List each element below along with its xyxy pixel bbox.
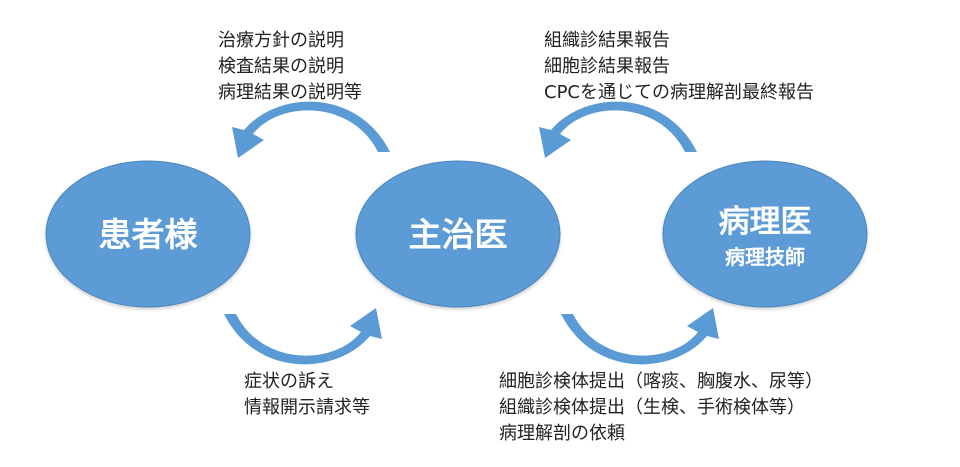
node-pathology-label: 病理医 (719, 204, 812, 240)
node-doctor-label: 主治医 (409, 215, 508, 254)
note-line: 症状の訴え (244, 371, 334, 392)
node-doctor: 主治医 (355, 160, 561, 308)
arrow-doctor-to-patient (232, 101, 390, 158)
note-line: 組織診結果報告 (544, 30, 670, 51)
node-pathology-shape (662, 160, 868, 308)
curved-arrow-left-icon (232, 101, 390, 158)
note-line: CPCを通じての病理解剖最終報告 (544, 82, 814, 103)
node-pathology-sublabel: 病理技師 (725, 245, 805, 269)
note-line: 病理解剖の依頼 (499, 423, 625, 444)
node-patient-shape (45, 160, 251, 308)
node-pathology: 病理医 病理技師 (662, 160, 868, 308)
curved-arrow-left-icon (539, 101, 697, 158)
note-line: 組織診検体提出（生検、手術検体等） (499, 397, 805, 418)
note-line: 細胞診検体提出（喀痰、胸腹水、尿等） (499, 371, 823, 392)
note-line: 細胞診結果報告 (544, 56, 670, 77)
note-patient-to-doctor: 症状の訴え 情報開示請求等 (244, 369, 370, 421)
arrow-patient-to-doctor (224, 308, 382, 365)
node-patient: 患者様 (45, 160, 251, 308)
node-patient-label: 患者様 (99, 215, 199, 254)
curved-arrow-right-icon (224, 308, 382, 365)
note-line: 病理結果の説明等 (218, 82, 362, 103)
note-line: 治療方針の説明 (218, 30, 344, 51)
arrow-doctor-to-pathology (561, 308, 719, 365)
curved-arrow-right-icon (561, 308, 719, 365)
node-doctor-shape (355, 160, 561, 308)
note-line: 情報開示請求等 (244, 397, 370, 418)
note-pathology-to-doctor: 組織診結果報告 細胞診結果報告 CPCを通じての病理解剖最終報告 (544, 28, 814, 106)
note-doctor-to-pathology: 細胞診検体提出（喀痰、胸腹水、尿等） 組織診検体提出（生検、手術検体等） 病理解… (499, 369, 823, 447)
arrow-pathology-to-doctor (539, 101, 697, 158)
note-doctor-to-patient: 治療方針の説明 検査結果の説明 病理結果の説明等 (218, 28, 362, 106)
note-line: 検査結果の説明 (218, 56, 344, 77)
